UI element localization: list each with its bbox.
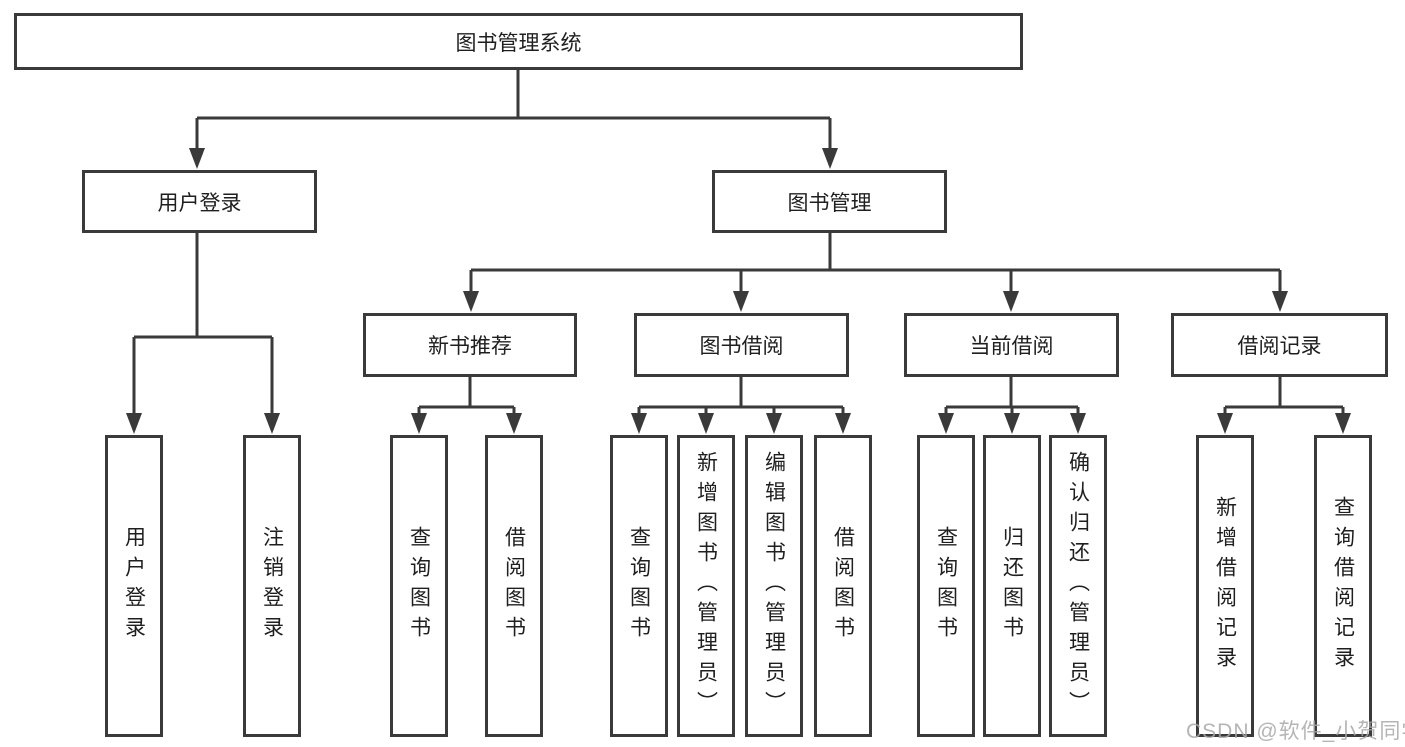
connector-new-book-recommend <box>411 377 522 434</box>
node-new-book-recommend: 新书推荐 <box>363 313 577 377</box>
leaf-label: 编辑图书（管理员） <box>762 451 786 721</box>
leaf-label: 借阅图书 <box>502 526 526 646</box>
node-borrow-records: 借阅记录 <box>1171 313 1388 377</box>
leaf-confirm-return-admin: 确认归还（管理员） <box>1049 435 1107 737</box>
leaf-label: 查询图书 <box>407 526 431 646</box>
connector-book-management <box>463 233 1288 312</box>
leaf-borrow-book-recommend: 借阅图书 <box>485 435 543 737</box>
leaf-query-book-recommend: 查询图书 <box>390 435 448 737</box>
leaf-label: 借阅图书 <box>831 526 855 646</box>
node-book-borrow: 图书借阅 <box>634 313 849 377</box>
connector-borrow-records <box>1217 377 1351 434</box>
node-book-management: 图书管理 <box>712 170 947 233</box>
leaf-query-book-current: 查询图书 <box>917 435 975 737</box>
leaf-label: 查询图书 <box>934 526 958 646</box>
connector-book-borrow <box>631 377 851 434</box>
connector-user-login <box>126 233 280 434</box>
leaf-query-borrow-record: 查询借阅记录 <box>1314 435 1372 737</box>
csdn-watermark: CSDN @软件_小贺同学 <box>1186 720 1405 743</box>
leaf-label: 查询图书 <box>627 526 651 646</box>
leaf-add-book-admin: 新增图书（管理员） <box>677 435 735 737</box>
leaf-label: 归还图书 <box>1000 526 1024 646</box>
connector-current-borrow <box>938 377 1086 434</box>
leaf-label: 查询借阅记录 <box>1331 496 1355 676</box>
leaf-label: 新增借阅记录 <box>1213 496 1237 676</box>
leaf-return-book: 归还图书 <box>983 435 1041 737</box>
leaf-logout: 注销登录 <box>243 435 301 737</box>
node-user-login: 用户登录 <box>82 170 317 233</box>
leaf-user-login: 用户登录 <box>105 435 163 737</box>
node-current-borrow: 当前借阅 <box>904 313 1119 377</box>
leaf-label: 确认归还（管理员） <box>1066 451 1090 721</box>
connector-root <box>189 70 838 169</box>
leaf-label: 新增图书（管理员） <box>694 451 718 721</box>
leaf-label: 用户登录 <box>122 526 146 646</box>
leaf-edit-book-admin: 编辑图书（管理员） <box>745 435 803 737</box>
leaf-query-book-borrow: 查询图书 <box>610 435 668 737</box>
leaf-add-borrow-record: 新增借阅记录 <box>1196 435 1254 737</box>
node-library-system: 图书管理系统 <box>14 13 1023 70</box>
leaf-label: 注销登录 <box>260 526 284 646</box>
leaf-borrow-book: 借阅图书 <box>814 435 872 737</box>
